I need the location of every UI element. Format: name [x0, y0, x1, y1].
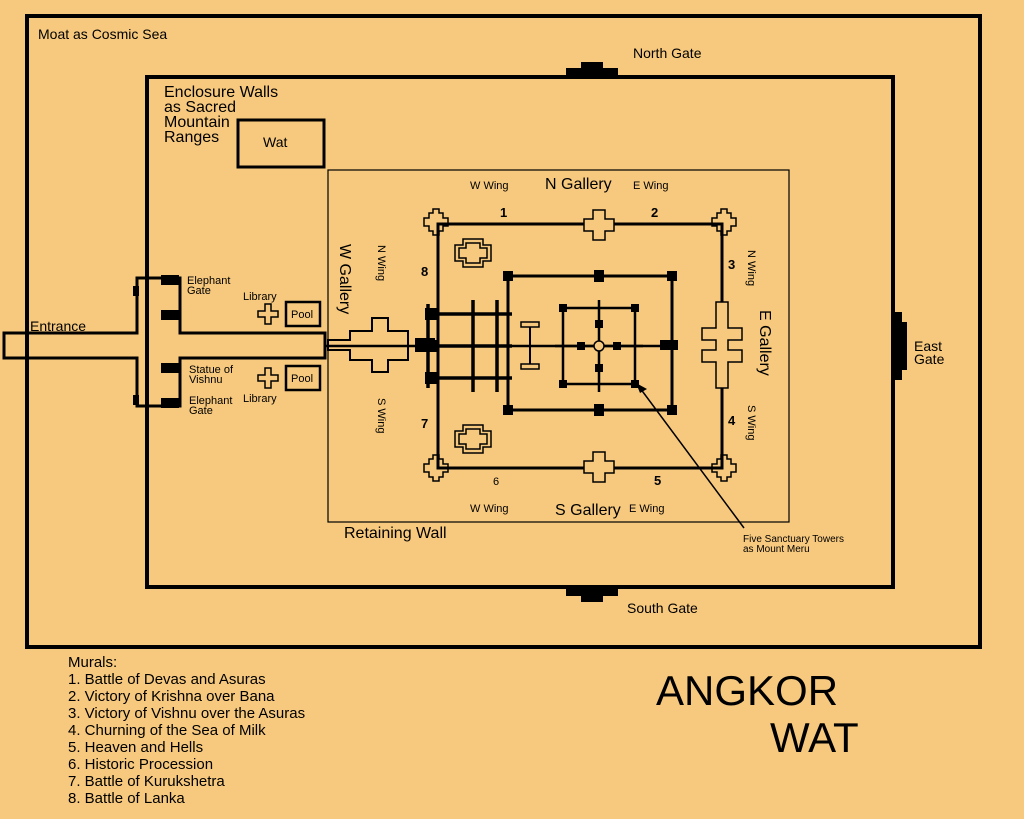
- west-gallery-label: W Gallery: [336, 244, 353, 314]
- pool-north-label: Pool: [291, 309, 313, 321]
- cruciform-terrace: [327, 317, 409, 373]
- mural-item: 2. Victory of Krishna over Bana: [68, 688, 275, 705]
- retaining-wall-label: Retaining Wall: [344, 525, 447, 542]
- library-south-icon: [257, 367, 279, 389]
- moat-label: Moat as Cosmic Sea: [38, 26, 167, 42]
- north-gate-label: North Gate: [633, 45, 702, 61]
- library-north-icon: [257, 303, 279, 325]
- east-gate-block: [893, 312, 907, 380]
- elephant-gate-blocks: [133, 275, 179, 408]
- sanctuary-corner-towers: [559, 304, 639, 388]
- north-gate-block: [566, 62, 618, 78]
- east-gate-label-2: Gate: [914, 351, 945, 367]
- causeway: [2, 276, 327, 408]
- north-gallery-gate: [583, 209, 615, 241]
- mural-number-2: 2: [651, 205, 658, 220]
- title-line-2: WAT: [770, 714, 859, 761]
- mural-item: 3. Victory of Vishnu over the Asuras: [68, 705, 306, 722]
- east-gallery-gate: [701, 301, 743, 389]
- central-sanctuary-tower: [593, 340, 605, 352]
- elephant-gate-north-label-1: Elephant: [187, 275, 230, 287]
- mural-item: 8. Battle of Lanka: [68, 790, 185, 807]
- second-gallery-towers: [503, 270, 678, 416]
- towers-label-2: as Mount Meru: [743, 544, 810, 555]
- ne-wing-label: E Wing: [633, 180, 668, 192]
- mural-item: 7. Battle of Kurukshetra: [68, 773, 225, 790]
- towers-pointer-arrowhead: [636, 383, 647, 393]
- elephant-gate-north-label-2: Gate: [187, 285, 211, 297]
- second-gallery: [506, 274, 674, 412]
- pool-south-label: Pool: [291, 373, 313, 385]
- mural-number-8: 8: [421, 264, 428, 279]
- sw-wing-label: W Wing: [470, 503, 509, 515]
- east-n-wing-label: N Wing: [745, 250, 757, 286]
- statue-label-1: Statue of: [189, 364, 234, 376]
- mural-item: 1. Battle of Devas and Asuras: [68, 671, 266, 688]
- enclosure-label-2: as Sacred: [164, 99, 236, 116]
- north-gallery-label: N Gallery: [545, 176, 612, 193]
- west-s-wing-label: S Wing: [375, 398, 387, 433]
- se-wing-label: E Wing: [629, 503, 664, 515]
- library-inner-north: [520, 321, 540, 328]
- mural-number-3: 3: [728, 257, 735, 272]
- library-north-label: Library: [243, 291, 277, 303]
- murals-legend: Murals: 1. Battle of Devas and Asuras 2.…: [68, 654, 305, 807]
- east-gallery-label: E Gallery: [756, 310, 773, 376]
- nw-wing-label: W Wing: [470, 180, 509, 192]
- wat-label: Wat: [263, 134, 287, 150]
- enclosure-label-3: Mountain: [164, 114, 230, 131]
- mural-number-7: 7: [421, 416, 428, 431]
- mural-number-1: 1: [500, 205, 507, 220]
- library-south-label: Library: [243, 393, 277, 405]
- cloister-posts: [425, 308, 437, 384]
- title-line-1: ANGKOR: [656, 667, 839, 714]
- south-gate-label: South Gate: [627, 600, 698, 616]
- east-s-wing-label: S Wing: [745, 405, 757, 440]
- mural-item: 5. Heaven and Hells: [68, 739, 204, 756]
- mural-number-4: 4: [728, 413, 736, 428]
- west-n-wing-label: N Wing: [375, 245, 387, 281]
- towers-pointer-line: [639, 387, 745, 529]
- elephant-gate-south-label-1: Elephant: [189, 395, 232, 407]
- mural-item: 4. Churning of the Sea of Milk: [68, 722, 266, 739]
- mural-number-6: 6: [493, 476, 499, 488]
- mural-item: 6. Historic Procession: [68, 756, 214, 773]
- enclosure-label-1: Enclosure Walls: [164, 84, 278, 101]
- south-gallery-gate: [583, 451, 615, 483]
- inner-pavilions: [454, 238, 492, 454]
- murals-heading: Murals:: [68, 654, 118, 671]
- mural-number-5: 5: [654, 473, 661, 488]
- enclosure-label-4: Ranges: [164, 129, 219, 146]
- statue-label-2: Vishnu: [189, 374, 222, 386]
- wat-box: [236, 118, 326, 169]
- east-gate-label-1: East: [914, 338, 942, 354]
- south-gate-block: [566, 586, 618, 602]
- elephant-gate-south-label-2: Gate: [189, 405, 213, 417]
- pool-south-box: [284, 364, 322, 392]
- library-inner-south: [520, 363, 540, 370]
- south-gallery-label: S Gallery: [555, 502, 621, 519]
- entrance-label: Entrance: [30, 318, 86, 334]
- pool-north-box: [284, 300, 322, 328]
- towers-label-1: Five Sanctuary Towers: [743, 534, 844, 545]
